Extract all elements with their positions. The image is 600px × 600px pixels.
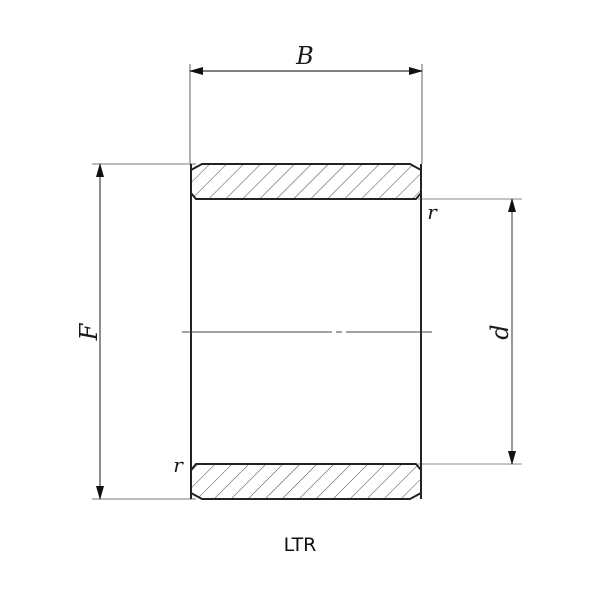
width-extension-lines bbox=[189, 64, 423, 164]
outer-diameter-extension-lines bbox=[92, 163, 196, 500]
diagram-caption: LTR bbox=[283, 534, 317, 556]
bottom-ring-section bbox=[190, 463, 422, 500]
inner-diameter-label: d bbox=[486, 324, 514, 339]
width-label: B bbox=[295, 42, 314, 70]
inner-diameter-extension-lines bbox=[418, 198, 522, 465]
radius-label-top: r bbox=[427, 200, 438, 224]
outer-diameter-label: F bbox=[75, 322, 103, 341]
top-ring-section bbox=[190, 163, 422, 200]
radius-label-bottom: r bbox=[173, 453, 184, 477]
